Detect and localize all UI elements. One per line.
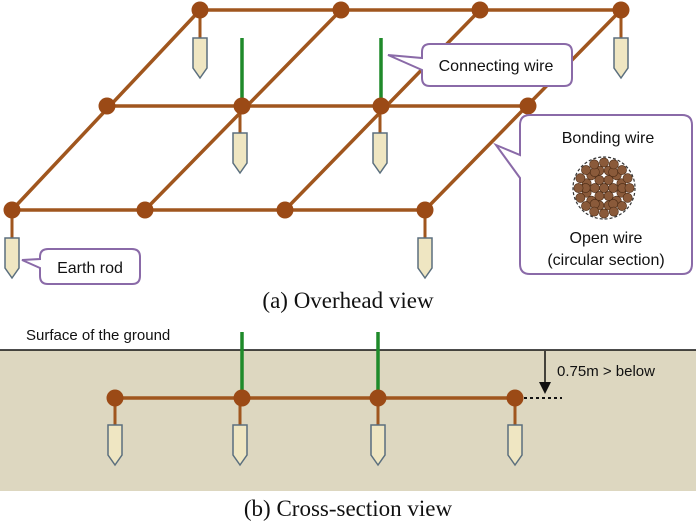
wire-strand (622, 173, 633, 184)
wire-strand (575, 173, 586, 184)
wire-strand (624, 183, 635, 193)
circular-section-label: (circular section) (547, 252, 664, 269)
earth-rod-label: Earth rod (57, 260, 123, 277)
cross-section-nodes (106, 389, 524, 407)
overhead-view-caption: (a) Overhead view (262, 288, 434, 313)
depth-label: 0.75m > below (557, 363, 655, 380)
wire-strand (589, 206, 600, 217)
cross-section-view-caption: (b) Cross-section view (244, 496, 453, 521)
grid-nodes (3, 1, 630, 219)
earth-rod-icon (417, 237, 433, 279)
wire-strand (599, 208, 609, 219)
cross-section-outline (572, 156, 636, 220)
wire-strand (599, 157, 609, 168)
earth-rod-icon (370, 424, 386, 466)
earth-rod-icon (232, 424, 248, 466)
arrow-down-icon (539, 382, 551, 394)
wire-strand (599, 183, 609, 193)
cross-section-view: Surface of the ground 0.75m > below (0, 327, 696, 521)
depth-indicator: 0.75m > below (539, 351, 655, 394)
earth-rod-icon (613, 37, 629, 79)
ground-surface-label: Surface of the ground (26, 327, 170, 344)
wire-strand (608, 183, 619, 193)
wire-strand (608, 159, 619, 170)
wire-strand (608, 206, 619, 217)
open-wire-label: Open wire (570, 230, 643, 247)
stranded-wire-icon (573, 157, 635, 219)
callout-bonding-wire: Bonding wire Open wire (circular section… (493, 114, 693, 275)
wire-strand (622, 192, 633, 203)
earth-rod-icon (372, 132, 388, 174)
cross-section-connecting-wires (240, 332, 380, 398)
earth-rod-icon (4, 237, 20, 279)
callout-connecting-wire: Connecting wire (387, 43, 573, 87)
wire-strand (581, 165, 591, 175)
earth-rod-icon (232, 132, 248, 174)
earth-rod-icon (507, 424, 523, 466)
wire-strand (575, 192, 586, 203)
wire-strand (589, 159, 600, 170)
earth-rod-icon (192, 37, 208, 79)
wire-strand (617, 165, 627, 175)
connecting-wire-label: Connecting wire (439, 58, 554, 75)
wire-strand (589, 183, 600, 193)
earth-rod-icon (107, 424, 123, 466)
overhead-view: Connecting wire Earth rod Bonding wire O… (3, 1, 693, 313)
callout-earth-rod: Earth rod (21, 248, 141, 285)
connecting-wires (240, 38, 383, 106)
wire-strand (581, 201, 591, 211)
bonding-wire-label: Bonding wire (562, 130, 655, 147)
wire-strand (573, 183, 584, 193)
wire-strand (617, 201, 627, 211)
